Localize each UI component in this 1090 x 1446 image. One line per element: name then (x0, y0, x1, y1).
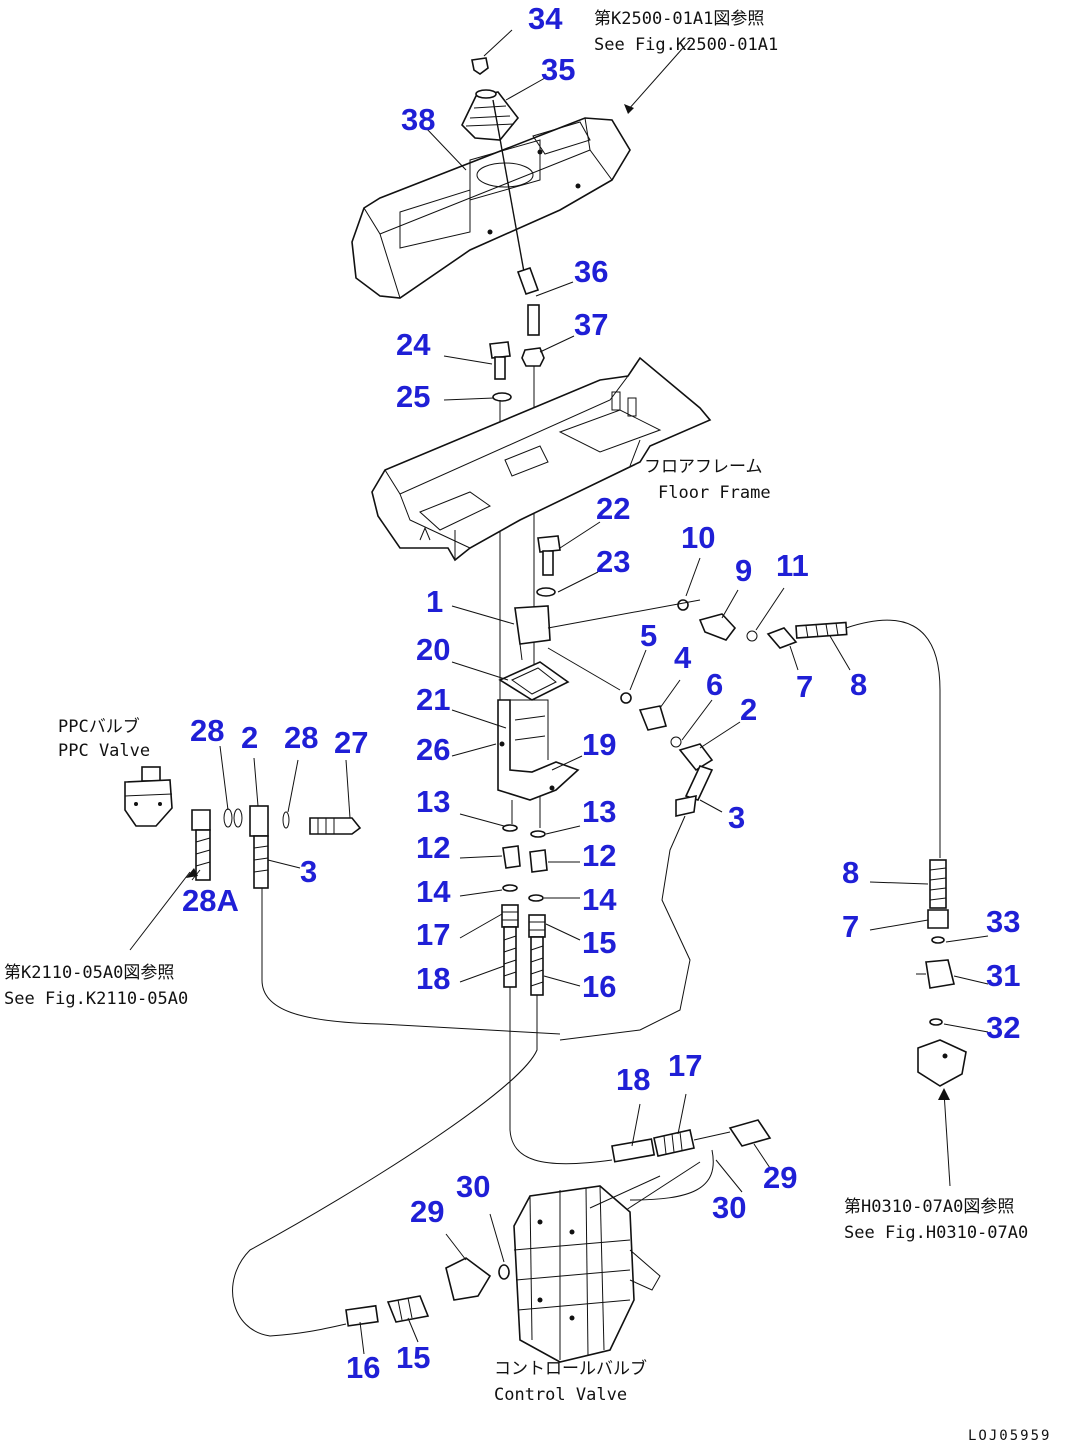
bolt-22 (536, 535, 561, 597)
part-number: 32 (986, 1010, 1020, 1045)
part-number: 37 (574, 307, 608, 342)
part-number: 24 (396, 327, 431, 362)
reference-notes: 第K2500-01A1図参照 See Fig.K2500-01A1 フロアフレー… (4, 9, 1051, 1444)
part-number: 2 (241, 720, 258, 755)
part-number: 23 (596, 544, 630, 579)
console-cover (351, 117, 631, 299)
line-art (124, 29, 989, 1363)
part-number: 7 (796, 669, 813, 704)
part-number: 8 (850, 667, 867, 702)
part-number: 18 (616, 1062, 650, 1097)
part-number: 5 (640, 618, 657, 653)
part-number: 13 (416, 784, 450, 819)
part-number: 17 (416, 917, 450, 952)
ppc-valve-label-jp: PPCバルブ (58, 716, 140, 737)
part-number: 19 (582, 727, 616, 762)
left-reference-jp: 第K2110-05A0図参照 (4, 963, 174, 983)
boot (461, 89, 520, 141)
part-number: 38 (401, 102, 435, 137)
right-reference-jp: 第H0310-07A0図参照 (844, 1197, 1014, 1217)
knob (471, 57, 489, 75)
part-number: 15 (582, 925, 616, 960)
part-number: 10 (681, 520, 715, 555)
left-reference-en: See Fig.K2110-05A0 (4, 989, 188, 1009)
lever-stem (492, 99, 545, 680)
part-number: 30 (712, 1190, 746, 1225)
part-number: 15 (396, 1340, 430, 1375)
left-fittings (191, 805, 561, 1035)
leader-lines (129, 29, 989, 1355)
part-number: 3 (728, 800, 745, 835)
part-numbers: 34 35 38 36 37 24 25 22 23 10 9 11 1 5 4… (182, 1, 1020, 1385)
right-reference-en: See Fig.H0310-07A0 (844, 1223, 1028, 1243)
ppc-valve-label-en: PPC Valve (58, 741, 150, 761)
part-number: 18 (416, 961, 450, 996)
part-number: 3 (300, 854, 317, 889)
part-number: 25 (396, 379, 430, 414)
part-number: 6 (706, 667, 723, 702)
part-number: 1 (426, 584, 443, 619)
bracket-assembly (497, 605, 580, 828)
part-number: 14 (416, 874, 451, 909)
lower-hoses (232, 987, 772, 1337)
part-number: 29 (410, 1194, 444, 1229)
part-number: 16 (346, 1350, 380, 1385)
drawing-code: LOJ05959 (968, 1428, 1051, 1444)
right-fittings (547, 599, 758, 1041)
control-valve-label-jp: コントロールバルブ (494, 1358, 647, 1379)
part-number: 22 (596, 491, 630, 526)
part-number: 9 (735, 553, 752, 588)
part-number: 33 (986, 904, 1020, 939)
lower-fittings (501, 824, 548, 996)
right-hose (766, 619, 967, 1087)
part-number: 4 (674, 640, 692, 675)
part-number: 26 (416, 732, 450, 767)
floor-frame-label-jp: フロアフレーム (644, 457, 763, 477)
bolt-24 (489, 341, 512, 750)
part-number: 17 (668, 1048, 702, 1083)
part-number: 29 (763, 1160, 797, 1195)
part-number: 35 (541, 52, 575, 87)
part-number: 27 (334, 725, 368, 760)
part-number: 16 (582, 969, 616, 1004)
part-number: 13 (582, 794, 616, 829)
part-number: 28A (182, 883, 239, 918)
part-number: 2 (740, 692, 757, 727)
part-number: 34 (528, 1, 563, 36)
part-number: 30 (456, 1169, 490, 1204)
control-valve (513, 1185, 661, 1363)
part-number: 8 (842, 855, 859, 890)
control-valve-label-en: Control Valve (494, 1385, 627, 1405)
top-reference-jp: 第K2500-01A1図参照 (594, 9, 764, 29)
part-number: 12 (582, 838, 616, 873)
part-number: 21 (416, 682, 450, 717)
part-number: 31 (986, 958, 1020, 993)
floor-frame-label-en: Floor Frame (658, 483, 771, 503)
part-number: 28 (190, 713, 224, 748)
part-number: 28 (284, 720, 318, 755)
part-number: 36 (574, 254, 608, 289)
floor-frame (371, 356, 712, 562)
part-number: 7 (842, 909, 859, 944)
ppc-valve (124, 766, 173, 827)
part-number: 12 (416, 830, 450, 865)
part-number: 11 (776, 548, 809, 583)
part-number: 14 (582, 882, 617, 917)
part-number: 20 (416, 632, 450, 667)
top-reference-en: See Fig.K2500-01A1 (594, 35, 778, 55)
